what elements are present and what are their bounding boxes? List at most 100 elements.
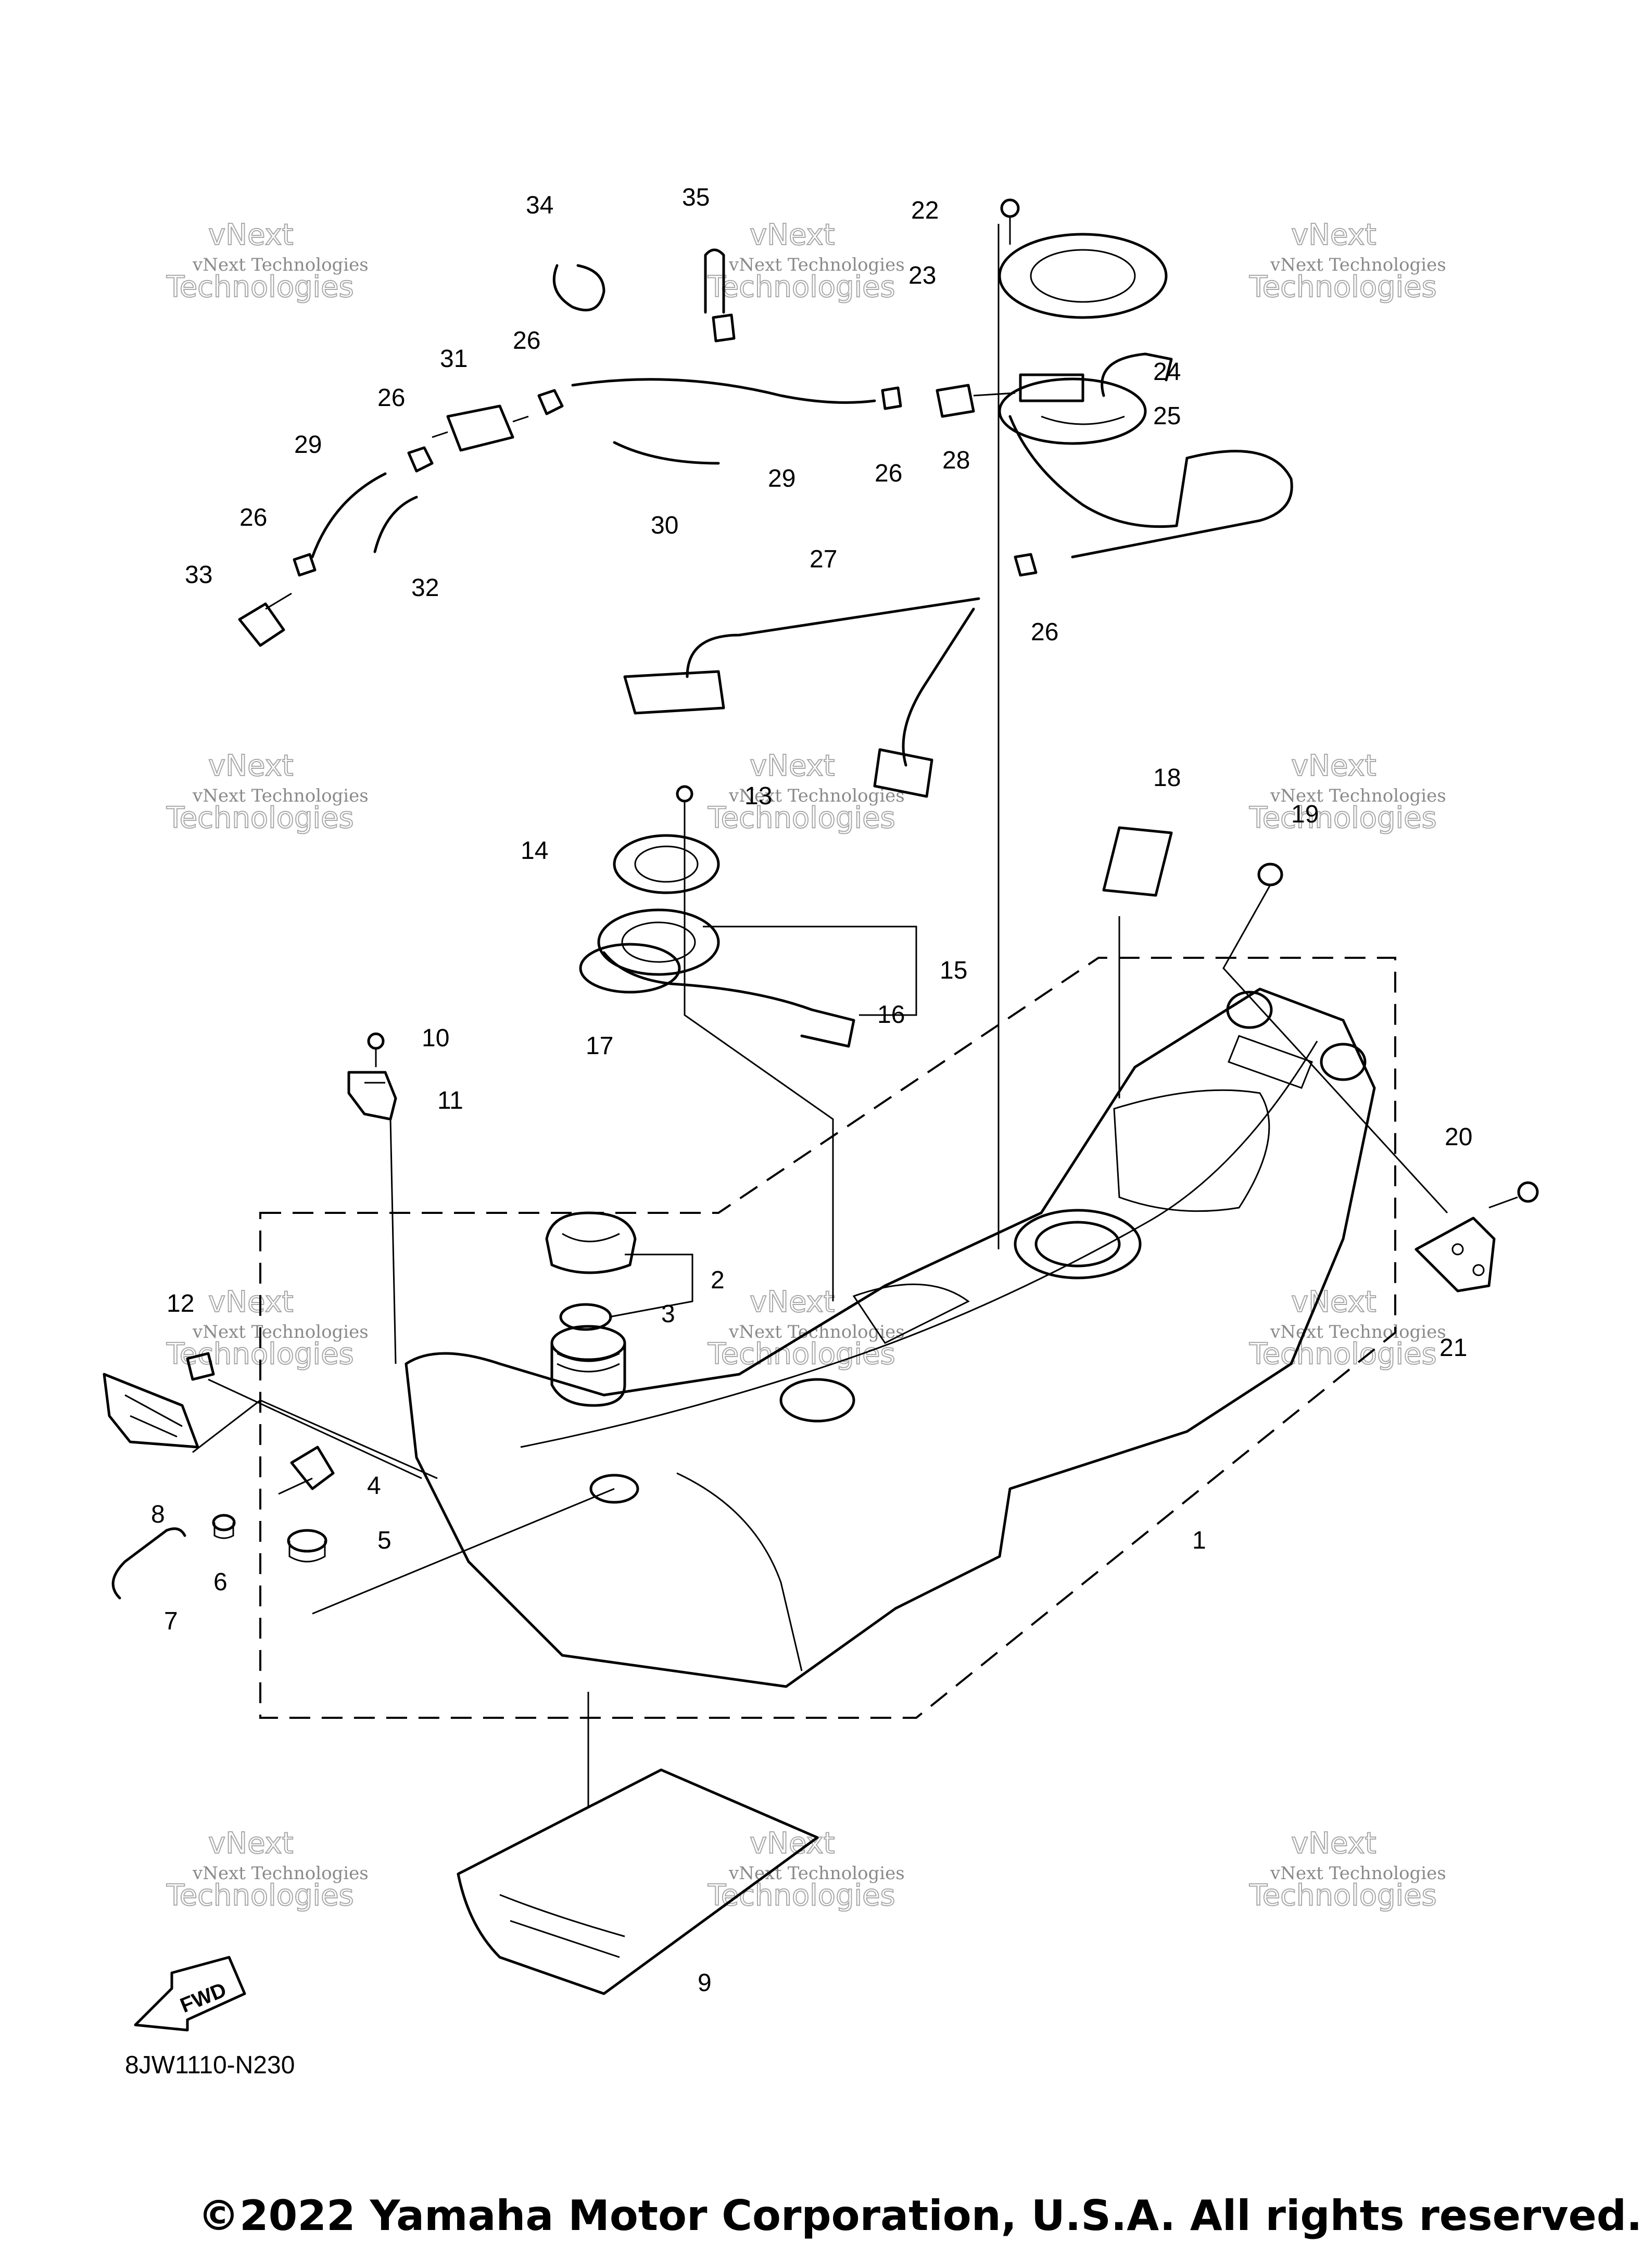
- svg-text:vNext Technologies: vNext Technologies: [1270, 1863, 1446, 1884]
- callout-1: 1: [1192, 1527, 1206, 1554]
- fuel-pump-24: [998, 352, 1293, 559]
- bottom-sheet: [457, 1768, 819, 1995]
- connector-28: [936, 384, 1016, 418]
- svg-text:Technologies: Technologies: [708, 1337, 895, 1371]
- fwd-arrow-icon: FWD: [134, 1956, 246, 2032]
- svg-text:vNext: vNext: [750, 749, 835, 783]
- nut-19: [1257, 863, 1283, 886]
- callout-15: 15: [940, 957, 967, 984]
- callout-26: 26: [513, 327, 540, 354]
- callout-25: 25: [1153, 402, 1181, 430]
- callout-29: 29: [294, 431, 322, 459]
- svg-text:Technologies: Technologies: [1249, 1337, 1437, 1371]
- nut-26: [293, 553, 317, 577]
- drain-bolt: [278, 1446, 335, 1495]
- svg-text:vNext Technologies: vNext Technologies: [1270, 1322, 1446, 1342]
- callout-29: 29: [768, 465, 795, 492]
- svg-text:Technologies: Technologies: [708, 801, 895, 835]
- callout-13: 13: [744, 782, 772, 810]
- clamp-34: [552, 264, 605, 312]
- callout-14: 14: [521, 837, 548, 865]
- hose-32: [373, 496, 418, 553]
- svg-text:Technologies: Technologies: [166, 801, 354, 835]
- callout-16: 16: [877, 1001, 905, 1029]
- svg-text:vNext: vNext: [750, 218, 835, 252]
- diagram-code: 8JW1110-N230: [125, 2051, 295, 2079]
- callout-33: 33: [185, 561, 212, 589]
- callout-23: 23: [908, 262, 936, 289]
- svg-text:vNext: vNext: [1291, 749, 1376, 783]
- callout-32: 32: [411, 574, 439, 602]
- damper-sheet: [103, 1373, 199, 1449]
- svg-text:Technologies: Technologies: [1249, 1879, 1437, 1912]
- fuel-cap: [545, 1211, 637, 1274]
- nut-26: [407, 446, 434, 473]
- svg-text:Technologies: Technologies: [166, 1879, 354, 1912]
- callout-30: 30: [651, 512, 678, 539]
- callout-35: 35: [682, 184, 710, 211]
- callout-31: 31: [440, 345, 468, 373]
- nut-26: [1014, 553, 1038, 577]
- svg-text:vNext: vNext: [208, 749, 294, 783]
- svg-text:vNext: vNext: [1291, 218, 1376, 252]
- callout-22: 22: [911, 197, 939, 224]
- callout-26: 26: [239, 504, 267, 531]
- clamp-35: [704, 248, 736, 343]
- svg-text:vNext Technologies: vNext Technologies: [192, 255, 369, 275]
- callout-27: 27: [810, 546, 837, 573]
- svg-text:vNext Technologies: vNext Technologies: [192, 1863, 369, 1884]
- plate-23: [998, 233, 1168, 319]
- bolt-22: [1000, 198, 1020, 245]
- callout-2: 2: [711, 1266, 725, 1294]
- svg-text:Technologies: Technologies: [1249, 270, 1437, 304]
- callout-9: 9: [698, 1969, 712, 1997]
- label-18: [1102, 826, 1173, 897]
- svg-text:vNext: vNext: [1291, 1827, 1376, 1860]
- svg-text:vNext Technologies: vNext Technologies: [1270, 255, 1446, 275]
- svg-text:vNext: vNext: [1291, 1285, 1376, 1319]
- callout-17: 17: [586, 1032, 613, 1060]
- callout-28: 28: [942, 447, 970, 474]
- callout-5: 5: [377, 1527, 391, 1554]
- plug: [212, 1514, 236, 1539]
- bolt-20: [1488, 1181, 1539, 1209]
- svg-text:vNext Technologies: vNext Technologies: [728, 785, 905, 806]
- hose-29-a: [571, 378, 876, 404]
- filler-neck: [550, 1325, 626, 1407]
- filter-31: [432, 404, 529, 452]
- svg-text:Technologies: Technologies: [166, 270, 354, 304]
- svg-text:Technologies: Technologies: [708, 1879, 895, 1912]
- callout-24: 24: [1153, 358, 1181, 386]
- callout-34: 34: [526, 192, 553, 219]
- callouts: 1 2 3 4 5 6 7 8 9 10 11 12 13 14 15 16 1…: [151, 184, 1472, 1997]
- svg-text:vNext Technologies: vNext Technologies: [1270, 785, 1446, 806]
- bracket-25: [1041, 415, 1125, 425]
- svg-text:vNext Technologies: vNext Technologies: [728, 1322, 905, 1342]
- bracket-21: [1414, 1217, 1496, 1293]
- grommet: [287, 1529, 327, 1563]
- callout-7: 7: [164, 1607, 178, 1635]
- callout-10: 10: [422, 1024, 449, 1052]
- clip-12: [186, 1352, 215, 1381]
- svg-text:vNext Technologies: vNext Technologies: [192, 1322, 369, 1342]
- svg-text:Technologies: Technologies: [1249, 801, 1437, 835]
- drain-hose: [111, 1527, 186, 1600]
- svg-text:vNext Technologies: vNext Technologies: [192, 785, 369, 806]
- bolt-13: [676, 785, 693, 833]
- fitting-33: [238, 592, 292, 647]
- gasket-17: [579, 943, 681, 994]
- nut-26: [881, 386, 902, 410]
- callout-6: 6: [213, 1568, 228, 1596]
- callout-26: 26: [1031, 618, 1058, 646]
- copyright-notice: ©2022 Yamaha Motor Corporation, U.S.A. A…: [198, 2191, 1642, 2240]
- bracket-11: [347, 1071, 397, 1121]
- callout-21: 21: [1439, 1334, 1467, 1362]
